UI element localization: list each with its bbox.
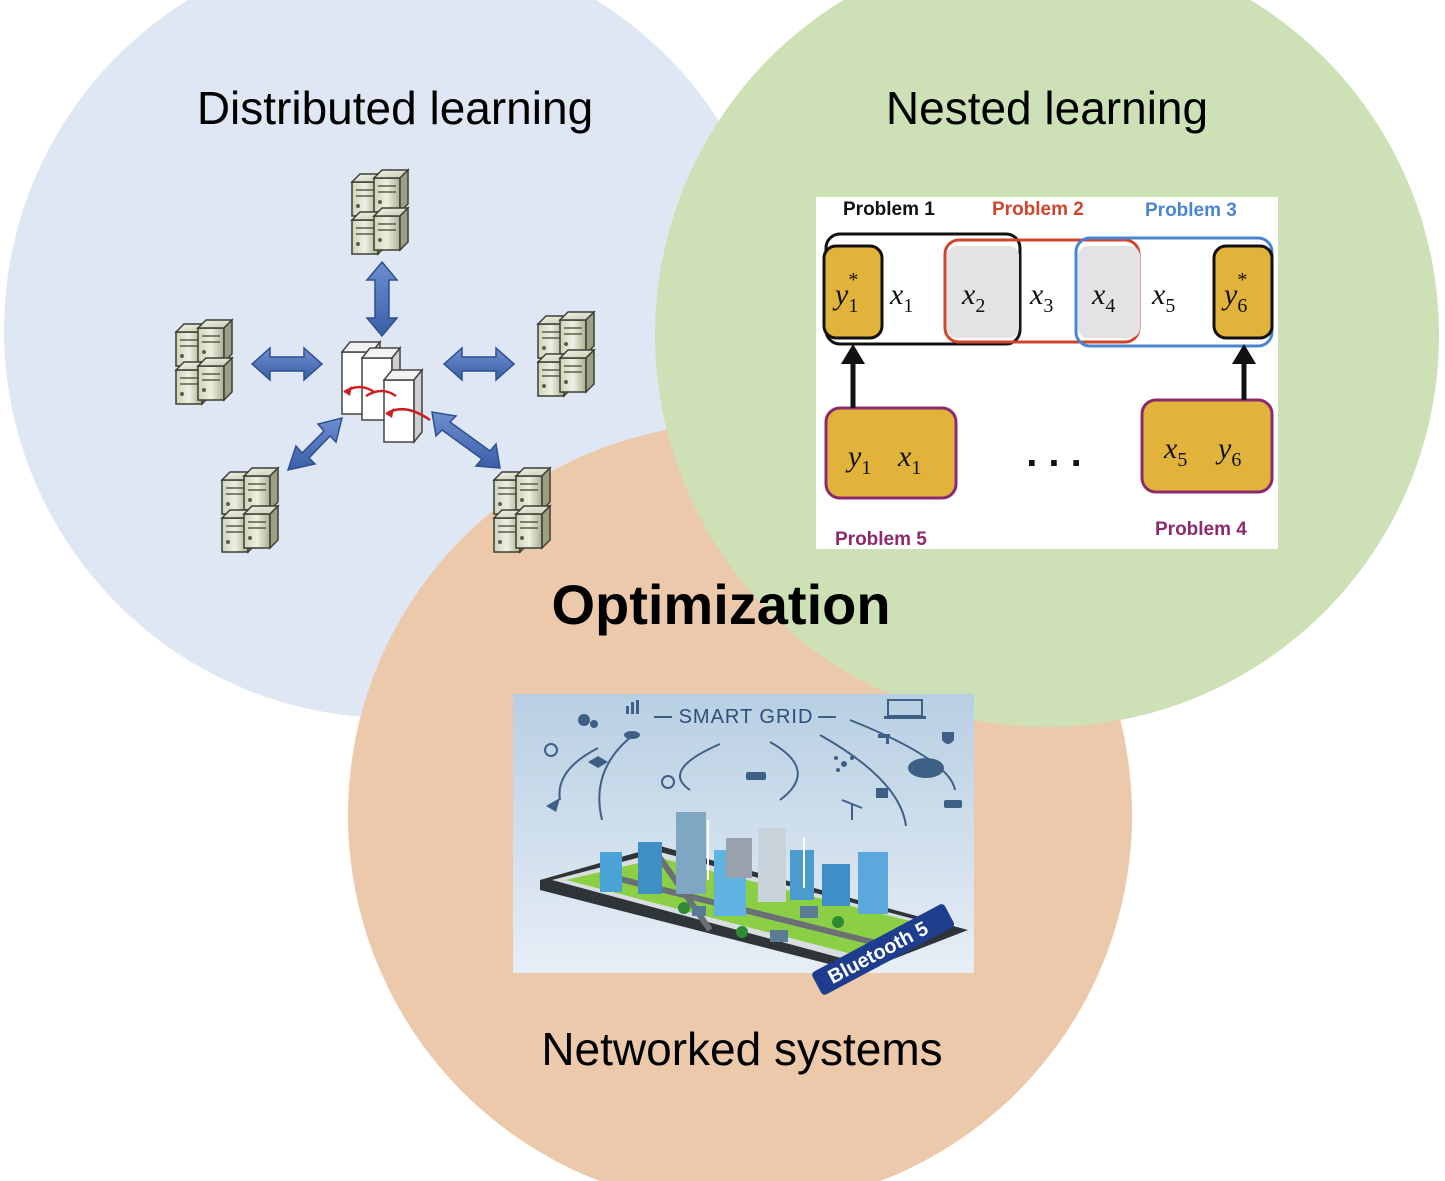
server-icon [222, 468, 278, 552]
plane-icon [546, 798, 560, 812]
nested-learning-title: Nested learning [886, 82, 1208, 134]
problem-2-label: Problem 2 [992, 199, 1084, 220]
arrow-icon [558, 716, 956, 827]
var-y1-star: y1* [832, 269, 858, 317]
server-icon [494, 468, 550, 552]
server-icon [352, 170, 408, 254]
ellipsis: . . . [1026, 431, 1082, 475]
distributed-learning-title: Distributed learning [197, 82, 593, 134]
lightbulb-icon [544, 743, 558, 757]
var-x5-bottom: x5 [1163, 432, 1187, 471]
graduation-cap-icon [588, 756, 608, 768]
var-x2: x2 [961, 278, 985, 317]
smart-grid-title: SMART GRID [679, 706, 814, 728]
chart-icon [626, 700, 639, 714]
shield-icon [942, 732, 954, 744]
var-y1-bottom: y1 [845, 440, 871, 479]
y6-star-box [1212, 244, 1274, 340]
var-x1-bottom: x1 [897, 440, 921, 479]
arrow-icon [250, 260, 516, 472]
cloud-icon [908, 758, 944, 778]
problem-1-label: Problem 1 [843, 199, 935, 220]
var-y6-star: y6* [1221, 269, 1247, 317]
optimization-title: Optimization [551, 573, 890, 636]
gear-icon [578, 714, 598, 728]
problem-5-label: Problem 5 [835, 529, 927, 550]
problem-4-box [1140, 398, 1274, 494]
var-x1: x1 [889, 278, 913, 317]
faucet-icon [878, 734, 890, 744]
distributed-network-illustration [176, 170, 594, 552]
central-server-icon [340, 339, 431, 445]
x4-cell [1078, 246, 1140, 338]
wind-turbine-icon [841, 799, 863, 820]
var-y6-bottom: y6 [1215, 432, 1241, 471]
problem-5-box [824, 406, 958, 500]
network-icon [834, 756, 854, 772]
laptop-icon [884, 699, 926, 719]
y1-star-box [822, 244, 884, 340]
city-icon [600, 812, 888, 942]
lock-icon [876, 788, 888, 798]
car-icon [944, 800, 962, 808]
var-x4: x4 [1091, 278, 1115, 317]
networked-systems-title: Networked systems [541, 1023, 942, 1075]
problem-4-label: Problem 4 [1155, 519, 1247, 540]
var-x3: x3 [1029, 278, 1053, 317]
nested-learning-figure: Problem 1 Problem 2 Problem 3 Problem 5 … [816, 197, 1278, 550]
smart-grid-illustration: SMART GRID [513, 694, 974, 995]
camera-icon [746, 772, 766, 780]
globe-icon [661, 775, 675, 789]
eye-icon [624, 731, 640, 739]
server-icon [538, 312, 594, 396]
arrow-icon [841, 344, 1256, 408]
x2-cell [947, 246, 1019, 338]
problem-3-label: Problem 3 [1145, 200, 1237, 221]
server-icon [176, 320, 232, 404]
var-x5: x5 [1151, 278, 1175, 317]
